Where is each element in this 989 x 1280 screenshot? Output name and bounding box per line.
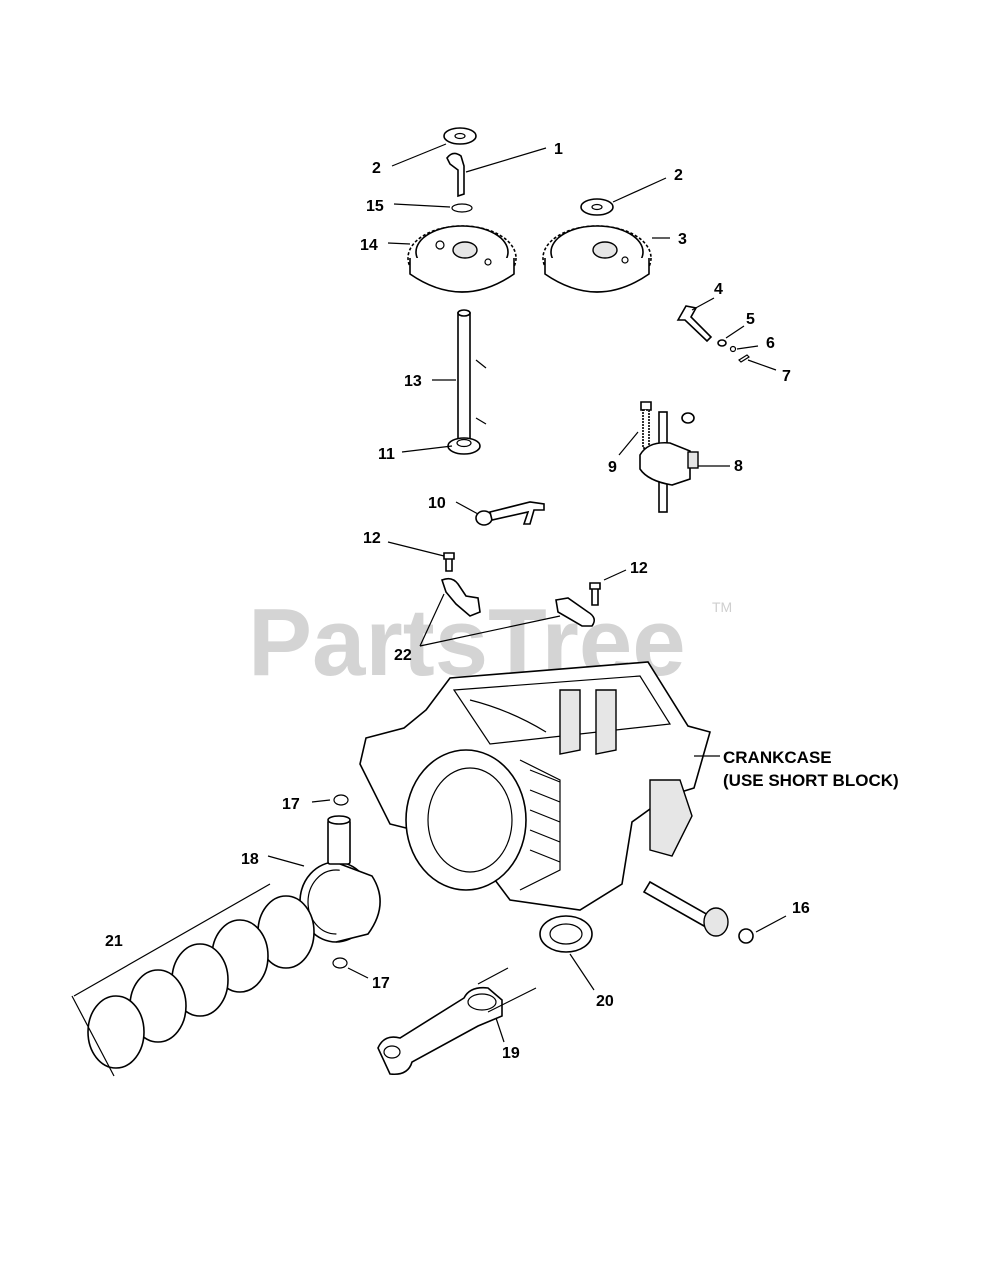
gear-part-3[interactable] — [542, 225, 652, 293]
bolt-part-12-right[interactable] — [589, 582, 601, 606]
callout-7: 7 — [782, 368, 791, 385]
bracket-part-22-left[interactable] — [441, 577, 481, 617]
wrist-pin-clip-part-17-lower[interactable] — [332, 957, 348, 969]
callout-17-upper: 17 — [282, 796, 300, 813]
crankcase-note-line1: CRANKCASE — [723, 748, 832, 767]
washer-part-5[interactable] — [717, 339, 727, 347]
callout-2-right: 2 — [674, 167, 683, 184]
washer-part-2-right[interactable] — [580, 198, 614, 216]
lever-part-4[interactable] — [676, 305, 713, 343]
callout-3: 3 — [678, 231, 687, 248]
callout-13: 13 — [404, 373, 422, 390]
crankcase-note: CRANKCASE (USE SHORT BLOCK) — [723, 748, 899, 790]
callout-1: 1 — [554, 141, 563, 158]
clip-part-6[interactable] — [729, 345, 737, 353]
washer-part-2-left[interactable] — [443, 127, 477, 145]
piston-rings-part-21[interactable] — [71, 883, 315, 1077]
callout-18: 18 — [241, 851, 259, 868]
bracket-part-22-right[interactable] — [555, 597, 596, 627]
callout-20: 20 — [596, 993, 614, 1010]
callout-12-right: 12 — [630, 560, 648, 577]
piston-part-18[interactable] — [299, 815, 381, 943]
gear-part-14[interactable] — [407, 225, 517, 293]
crankcase-block[interactable] — [359, 661, 711, 911]
pin-part-7[interactable] — [738, 354, 750, 363]
shaft-part-13[interactable] — [457, 309, 487, 444]
leader-lines — [267, 143, 787, 1043]
connecting-rod-part-19[interactable] — [377, 967, 537, 1076]
callout-numbers: 1 2 2 3 4 5 6 7 8 9 10 11 12 12 13 14 15… — [105, 141, 810, 1062]
pickup-tube-part-10[interactable] — [475, 501, 545, 526]
callout-16: 16 — [792, 900, 810, 917]
callout-6: 6 — [766, 335, 775, 352]
callout-2-left: 2 — [372, 160, 381, 177]
oil-seal-part-20[interactable] — [539, 915, 593, 953]
wrist-pin-clip-part-17-upper[interactable] — [333, 794, 349, 806]
callout-19: 19 — [502, 1045, 520, 1062]
callout-5: 5 — [746, 311, 755, 328]
callout-8: 8 — [734, 458, 743, 475]
callout-21: 21 — [105, 933, 123, 950]
callout-22: 22 — [394, 647, 412, 664]
clip-part-15[interactable] — [451, 203, 473, 213]
callout-9: 9 — [608, 459, 617, 476]
governor-shaft-part-16[interactable] — [642, 880, 754, 944]
callout-4: 4 — [714, 281, 723, 298]
callout-17-lower: 17 — [372, 975, 390, 992]
watermark-trademark: TM — [712, 599, 732, 615]
oil-pump-part-8[interactable] — [639, 411, 699, 513]
governor-hook-part-1[interactable] — [446, 152, 465, 198]
bolt-part-9[interactable] — [640, 401, 652, 449]
callout-15: 15 — [366, 198, 384, 215]
crankcase-note-line2: (USE SHORT BLOCK) — [723, 771, 899, 790]
callout-11: 11 — [378, 446, 395, 463]
bolt-part-12-left[interactable] — [443, 552, 455, 572]
callout-12-left: 12 — [363, 530, 381, 547]
callout-14: 14 — [360, 237, 378, 254]
bushing-part-11[interactable] — [447, 437, 481, 455]
callout-10: 10 — [428, 495, 446, 512]
